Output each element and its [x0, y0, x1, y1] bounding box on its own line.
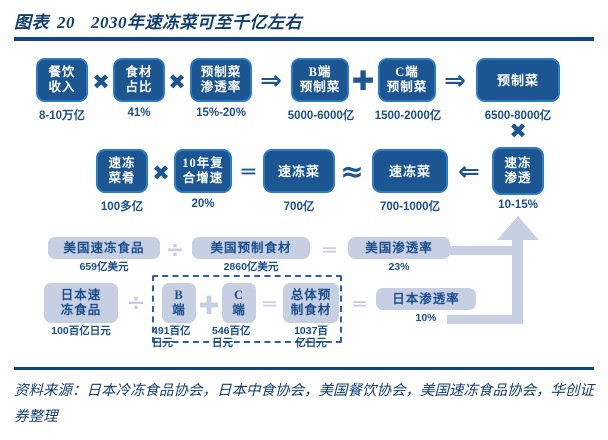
box-frozen-vegetable-dish[interactable]: 速冻菜 — [263, 149, 335, 193]
caption-catering-revenue: 8-10万亿 — [38, 110, 86, 122]
figure-label: 图表 — [14, 13, 49, 32]
connector-horizontal-japan — [447, 315, 523, 324]
divider-bottom — [14, 367, 594, 370]
box-japan-b-side[interactable]: B 端 — [162, 283, 196, 323]
operator-arrow-left: ⇐ — [458, 157, 480, 187]
page-title: 图表 20 2030年速冻菜可至千亿左右 — [14, 8, 302, 33]
caption-ten-year-cagr: 20% — [191, 198, 215, 210]
caption-c-side-prepared-food: 1500-2000亿 — [374, 110, 442, 122]
caption-japan-penetration-rate: 10% — [415, 312, 437, 324]
box-japan-penetration-rate[interactable]: 日本渗透率 — [376, 288, 476, 310]
box-prepared-food-penetration[interactable]: 预制菜 渗透率 — [190, 58, 252, 102]
box-b-side-prepared-food[interactable]: B端 预制菜 — [291, 58, 349, 102]
connector-horizontal-us — [447, 246, 523, 255]
caption-japan-total-prepared: 1037百 亿日元 — [294, 325, 328, 349]
box-us-prepared-ingredients[interactable]: 美国预制食材 — [192, 237, 310, 259]
box-us-penetration-rate[interactable]: 美国渗透率 — [348, 237, 450, 259]
operator-equals-2: ═ — [323, 238, 336, 262]
operator-divide-1: ÷ — [165, 238, 185, 263]
connector-vertical-trunk — [512, 238, 523, 324]
box-catering-revenue[interactable]: 餐饮 收入 — [36, 58, 88, 102]
caption-prepared-food-penetration: 15%-20% — [196, 107, 246, 119]
operator-plus-1: ✚ — [351, 66, 375, 97]
box-frozen-dish-forecast[interactable]: 速冻菜 — [372, 149, 448, 193]
caption-prepared-food-total: 6500-8000亿 — [484, 110, 552, 122]
figure-title-text: 2030年速冻菜可至千亿左右 — [91, 13, 302, 32]
source-note: 资料来源：日本冷冻食品协会，日本中食协会，美国餐饮协会，美国速冻食品协会，华创证… — [14, 383, 594, 425]
box-japan-frozen-food[interactable]: 日本速 冻食品 — [44, 283, 118, 323]
connector-arrowhead-up — [497, 216, 539, 240]
operator-equals-1: ═ — [241, 160, 255, 185]
operator-multiply-1: ✖ — [92, 70, 110, 94]
box-ten-year-cagr[interactable]: 10年复 合增速 — [174, 149, 232, 193]
operator-equals-4: ═ — [353, 292, 366, 316]
caption-us-penetration-rate: 23% — [388, 261, 410, 273]
caption-ingredient-share: 41% — [127, 107, 151, 119]
title-divider-top — [14, 37, 594, 41]
operator-approx: ≈ — [340, 155, 364, 188]
operator-plus-2: ✚ — [198, 291, 220, 320]
box-japan-c-side[interactable]: C 端 — [222, 283, 256, 323]
operator-equals-3: ═ — [263, 292, 276, 316]
operator-multiply-2: ✖ — [168, 70, 186, 94]
caption-japan-b-side: 491百亿 日元 — [152, 325, 191, 349]
box-japan-total-prepared[interactable]: 总体预 制食材 — [283, 283, 339, 323]
caption-frozen-penetration: 10-15% — [498, 199, 538, 211]
box-prepared-food-total[interactable]: 预制菜 — [476, 58, 560, 102]
caption-frozen-dish: 100多亿 — [100, 201, 144, 213]
box-ingredient-share[interactable]: 食材 占比 — [113, 58, 165, 102]
caption-frozen-dish-forecast: 700-1000亿 — [379, 201, 441, 213]
box-us-frozen-food[interactable]: 美国速冻食品 — [48, 237, 160, 259]
operator-arrow-right-1: ⇒ — [260, 66, 282, 96]
operator-arrow-right-2: ⇒ — [444, 66, 466, 96]
dashed-group-japan-prepared — [152, 275, 342, 343]
box-c-side-prepared-food[interactable]: C端 预制菜 — [378, 58, 436, 102]
box-frozen-dish[interactable]: 速冻 菜肴 — [96, 149, 148, 193]
caption-us-frozen-food: 659亿美元 — [79, 261, 129, 273]
operator-divide-2: ÷ — [126, 291, 146, 316]
caption-b-side-prepared-food: 5000-6000亿 — [287, 110, 355, 122]
figure-number: 20 — [57, 13, 75, 32]
caption-frozen-vegetable-dish: 700亿 — [283, 201, 315, 213]
caption-japan-c-side: 546百亿 日元 — [212, 325, 251, 349]
operator-multiply-3: ✖ — [509, 119, 527, 143]
operator-multiply-4: ✖ — [152, 161, 170, 185]
caption-us-prepared-ingredients: 2860亿美元 — [223, 261, 279, 273]
caption-japan-frozen-food: 100百亿日元 — [51, 325, 111, 337]
box-frozen-penetration[interactable]: 速冻 渗透 — [492, 147, 544, 195]
